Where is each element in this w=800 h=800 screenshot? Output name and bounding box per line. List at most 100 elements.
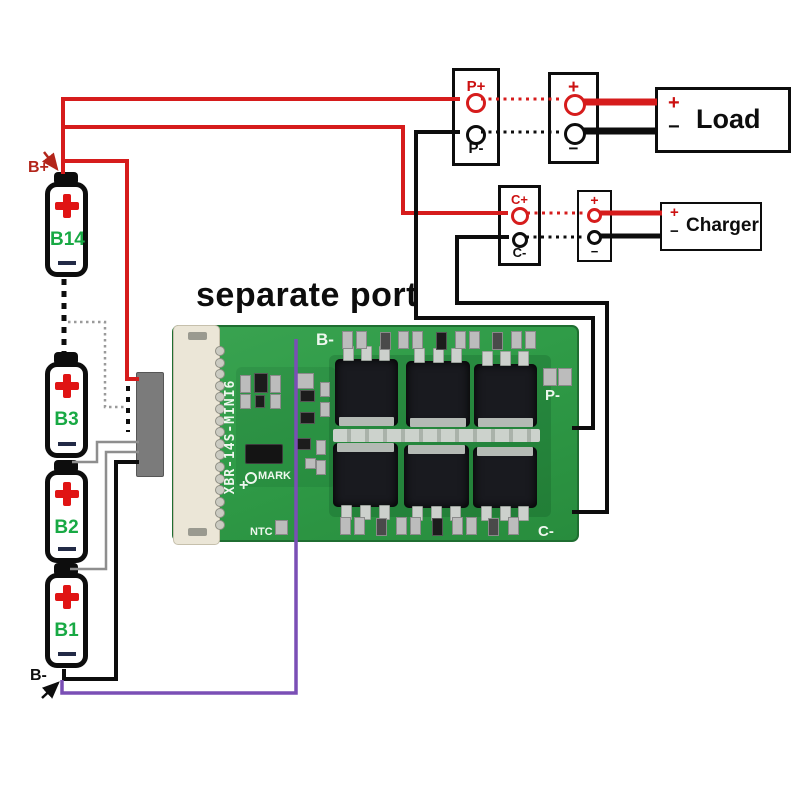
smd-component [270,375,281,393]
minus-icon [57,442,76,446]
charger-pair-block: + − [577,190,612,262]
charger-pair-plus-label: + [590,192,599,208]
smd-component [488,518,499,536]
wire-bplus-to-cplus [63,125,508,215]
smd-component [296,373,314,389]
smd-component [254,373,268,393]
smd-component [275,520,288,535]
minus-icon [57,652,76,656]
charger-label: Charger [686,215,759,236]
smd-component [320,402,330,417]
battery-label: B1 [54,620,79,641]
wire-bplus-to-pplus [61,97,460,174]
battery-label: B2 [54,517,79,538]
silk-mark-label: MARK [258,470,291,482]
pcb-model-text: XBR-14S-MINI6 [223,379,238,495]
smd-component [300,412,315,424]
smd-component [340,517,351,535]
silk-plus-label: + [239,477,249,494]
smd-component [342,331,353,349]
p-plus-terminal-label: P+ [466,78,486,95]
load-plus-terminal [564,94,586,116]
smd-component [511,331,522,349]
load-pair-plus-label: + [567,77,580,98]
smd-component [316,440,326,455]
silk-ntc-label: NTC [250,526,273,538]
balance-plug [136,372,164,477]
smd-component [296,438,311,450]
smd-component [412,331,423,349]
plus-icon [54,482,79,506]
load-pair-minus-label: − [568,139,579,158]
battery-b1: B1 [45,573,88,668]
charger-minus-label: − [670,223,679,240]
mosfet [473,447,537,521]
silk-c-minus-label: C- [538,523,554,540]
smd-component [270,394,281,409]
p-plus-terminal [466,93,486,113]
b-minus-arrow-icon [41,681,60,699]
smd-component [316,460,326,475]
mosfet [335,346,398,426]
solder-bus-bar [333,429,540,442]
smd-component [240,375,251,393]
smd-component [410,517,421,535]
smd-component [356,331,367,349]
smd-component [508,517,519,535]
page-title: separate port [196,276,418,314]
pcb-white-balance-connector [173,325,220,545]
battery-b2: B2 [45,470,88,563]
smd-component [255,395,265,408]
p-minus-terminal-label: P- [468,140,484,157]
charger-plus-label: + [670,204,679,221]
smd-component [436,332,447,350]
smd-component [240,394,251,409]
smd-diode [245,444,283,464]
charger-box: + − Charger [660,202,762,251]
p-port-block: P+ P- [452,68,500,166]
load-plus-label: + [668,92,680,114]
smd-component [543,368,557,386]
smd-component [398,331,409,349]
minus-icon [57,261,76,265]
silk-p-minus-label: P- [545,387,560,404]
mosfet [404,445,469,521]
c-plus-terminal [511,207,529,225]
battery-label: B3 [54,409,79,430]
smd-component [354,517,365,535]
silk-b-minus-label: B- [316,330,334,349]
smd-component [320,382,330,397]
load-box: + − Load [655,87,791,153]
smd-component [300,390,315,402]
smd-component [525,331,536,349]
c-port-block: C+ C- [498,185,541,266]
battery-b14: B14 [45,182,88,277]
minus-icon [57,547,76,551]
smd-component [469,331,480,349]
charger-pair-minus-label: − [590,244,599,259]
smd-component [558,368,572,386]
plus-icon [54,585,79,609]
c-plus-terminal-label: C+ [511,192,528,207]
b-minus-label: B- [30,667,47,684]
mosfet [406,348,470,427]
b-plus-label: B+ [28,159,49,176]
smd-component [305,458,316,469]
mosfet [333,443,398,520]
smd-component [376,518,387,536]
mosfet [474,351,537,427]
plus-icon [54,374,79,398]
smd-component [466,517,477,535]
smd-component [452,517,463,535]
charger-plus-terminal [587,208,602,223]
battery-b3: B3 [45,362,88,458]
battery-label: B14 [50,229,85,250]
load-label: Load [696,104,761,134]
smd-component [396,517,407,535]
smd-component [492,332,503,350]
charger-minus-terminal [587,230,602,245]
load-minus-label: − [668,116,680,138]
load-pair-block: + − [548,72,599,164]
plus-icon [54,194,79,218]
